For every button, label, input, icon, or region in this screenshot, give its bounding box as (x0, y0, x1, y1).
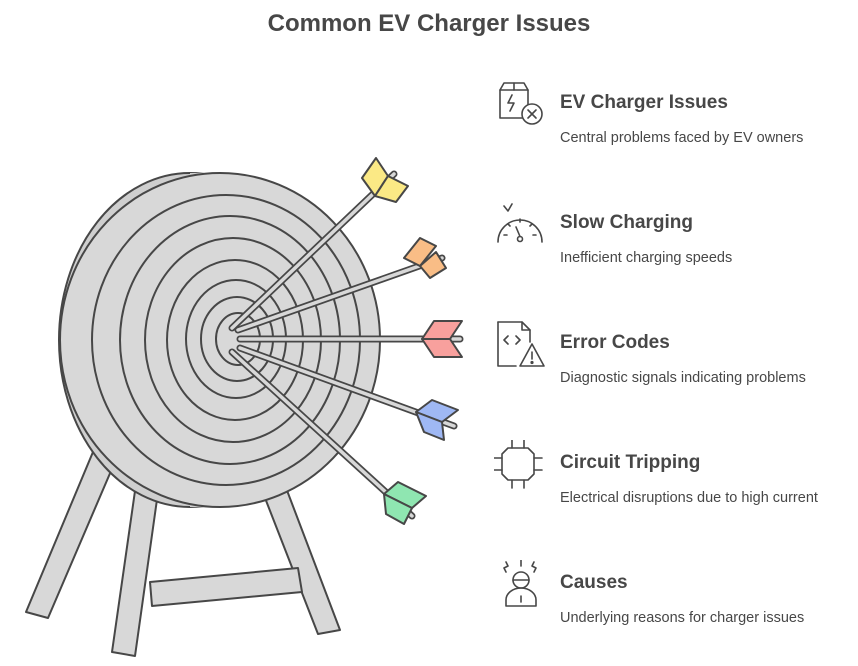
list-item-causes: Causes Underlying reasons for charger is… (494, 560, 854, 640)
item-heading: Circuit Tripping (560, 452, 701, 473)
list-item-circuit-tripping: Circuit Tripping Electrical disruptions … (494, 440, 854, 520)
arrow-fletch-orange (403, 237, 437, 267)
item-description: Electrical disruptions due to high curre… (560, 490, 818, 506)
item-description: Underlying reasons for charger issues (560, 610, 805, 626)
item-description: Central problems faced by EV owners (560, 130, 804, 146)
speedometer-icon (497, 203, 543, 243)
item-heading: EV Charger Issues (560, 92, 728, 113)
stressed-person-icon (503, 560, 537, 607)
target-stand (25, 439, 341, 657)
list-item-slow-charging: Slow Charging Inefficient charging speed… (494, 200, 854, 280)
item-heading: Error Codes (560, 332, 670, 353)
list-item-ev-charger-issues: EV Charger Issues Central problems faced… (494, 80, 854, 160)
item-heading: Causes (560, 572, 628, 593)
list-item-error-codes: Error Codes Diagnostic signals indicatin… (494, 320, 854, 400)
ev-charger-error-icon (499, 82, 543, 125)
code-warning-icon (497, 321, 545, 367)
item-description: Diagnostic signals indicating problems (560, 370, 806, 386)
arrows (228, 157, 464, 525)
item-description: Inefficient charging speeds (560, 250, 733, 266)
stand-crossbar (149, 567, 303, 607)
item-heading: Slow Charging (560, 212, 693, 233)
circuit-chip-icon (494, 440, 543, 489)
page-title: Common EV Charger Issues (267, 10, 591, 37)
